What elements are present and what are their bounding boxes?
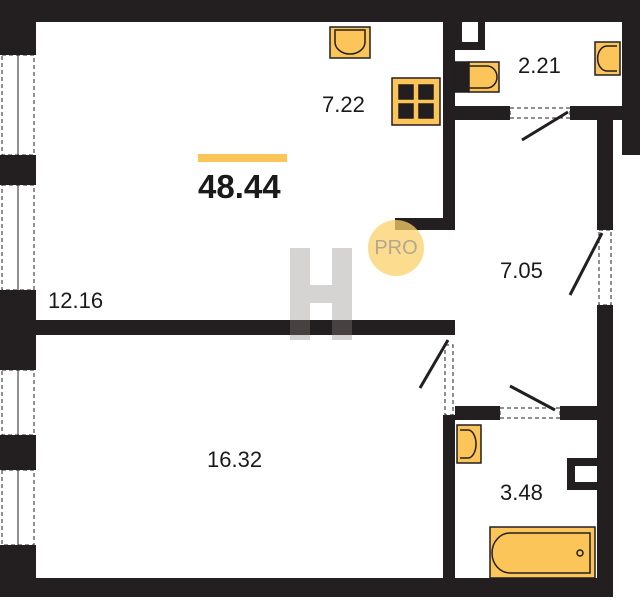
stove-icon: [391, 77, 441, 126]
total-area-accent-bar: [198, 154, 287, 162]
toilet-icon: [454, 61, 500, 93]
room-area-toilet: 2.21: [518, 53, 561, 78]
watermark-logo: [290, 248, 352, 340]
room-area-bedroom: 16.32: [207, 447, 263, 472]
bathtub-icon: [489, 526, 596, 579]
doors: [418, 107, 612, 419]
toilet-sink-icon: [594, 41, 621, 76]
room-area-living: 12.16: [48, 288, 104, 313]
pro-badge: PRO: [368, 220, 424, 276]
kitchen-sink-icon: [329, 26, 371, 59]
room-area-kitchen: 7.22: [322, 92, 365, 117]
total-area: 48.44: [198, 168, 281, 205]
room-area-hall: 7.05: [500, 258, 543, 283]
bathroom-sink-icon: [456, 424, 482, 464]
windows: [1, 54, 35, 546]
room-area-bathroom: 3.48: [500, 480, 543, 505]
fixtures: [329, 26, 621, 579]
